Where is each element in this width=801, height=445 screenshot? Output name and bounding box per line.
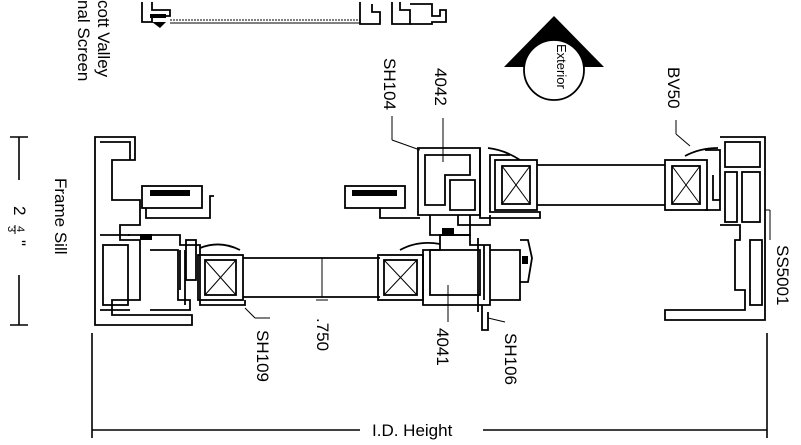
- id-height-dimension: [91, 333, 768, 438]
- callout-sh109: SH109: [253, 330, 272, 382]
- callout-750: .750: [313, 318, 332, 351]
- dim-denominator: 4: [14, 226, 26, 232]
- frame-sill-label: Frame Sill: [51, 178, 70, 255]
- lower-sash: [192, 228, 533, 331]
- screen-detail: [141, 2, 447, 28]
- caption-screen: nal Screen: [74, 0, 93, 81]
- upper-sash: [479, 147, 721, 219]
- callout-ss5001: SS5001: [773, 245, 792, 306]
- dim-inch: ": [10, 240, 29, 246]
- callout-bv50: BV50: [664, 67, 683, 109]
- exterior-label: Exterior: [554, 44, 569, 89]
- callout-4041: 4041: [433, 328, 452, 366]
- dim-whole: 2: [10, 206, 29, 215]
- meeting-rail: [344, 147, 491, 236]
- callout-4042: 4042: [431, 68, 450, 106]
- right-frame-profile: [664, 136, 766, 321]
- exterior-arrow-icon: [504, 16, 604, 101]
- callout-sh104: SH104: [380, 58, 399, 110]
- id-height-label: I.D. Height: [372, 421, 453, 440]
- left-frame-profile: [94, 136, 214, 326]
- frame-sill-dimension: [10, 136, 28, 326]
- callout-sh106: SH106: [501, 333, 520, 385]
- dim-numerator: 3: [5, 226, 17, 232]
- caption-valley: cott Valley: [94, 0, 113, 78]
